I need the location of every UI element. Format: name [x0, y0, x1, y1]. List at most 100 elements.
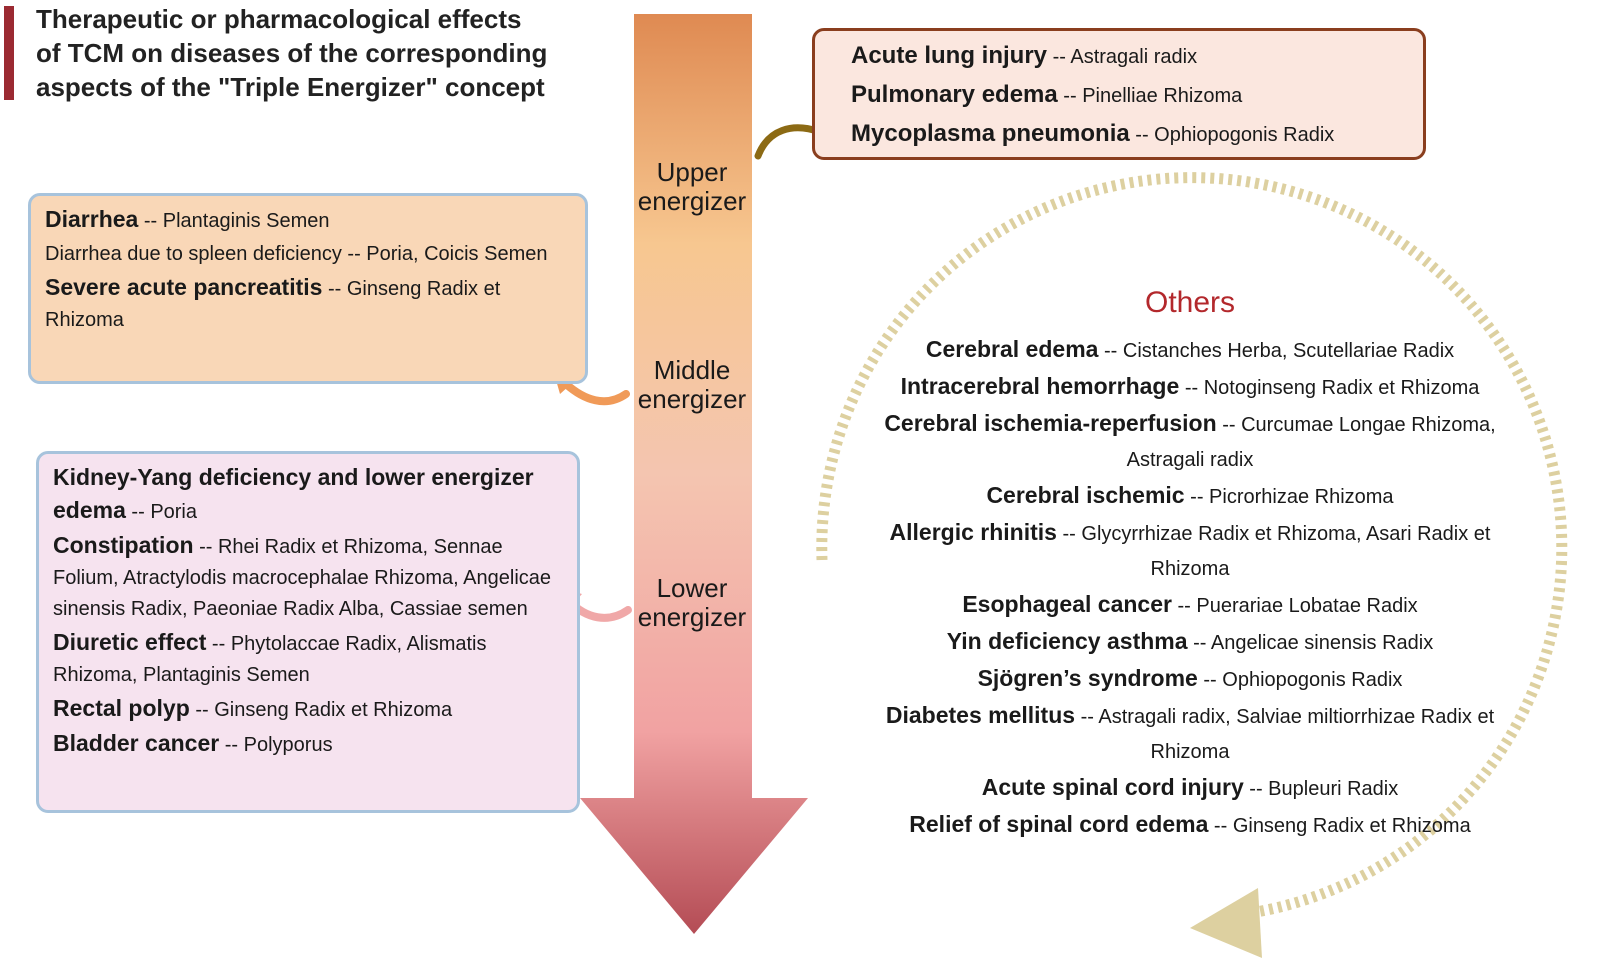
separator: -- [1243, 778, 1269, 800]
separator: -- [1075, 706, 1099, 728]
separator: -- [1184, 486, 1210, 508]
stage-middle-line1: Middle [653, 355, 731, 385]
herb-names: Polyporus [243, 734, 333, 756]
list-item: Diuretic effect -- Phytolaccae Radix, Al… [53, 627, 563, 691]
list-item: Constipation -- Rhei Radix et Rhizoma, S… [53, 530, 563, 625]
list-item: Cerebral edema -- Cistanches Herba, Scut… [872, 332, 1508, 369]
upper-curl-arrow [754, 124, 824, 160]
disease-name: Diarrhea [45, 206, 139, 232]
disease-name: Esophageal cancer [962, 591, 1172, 617]
list-item: Esophageal cancer -- Puerariae Lobatae R… [872, 587, 1508, 624]
separator: -- [1047, 46, 1071, 68]
separator: -- [1129, 124, 1155, 146]
stage-lower-energizer: Lower energizer [632, 574, 752, 632]
herb-names: Ginseng Radix et Rhizoma [1232, 815, 1471, 837]
list-item: Acute spinal cord injury -- Bupleuri Rad… [872, 770, 1508, 807]
disease-name: Bladder cancer [53, 730, 220, 756]
stage-lower-line2: energizer [637, 602, 747, 632]
separator: -- [1171, 595, 1197, 617]
separator: -- [1179, 377, 1204, 399]
herb-names: Glycyrrhizae Radix et Rhizoma, Asari Rad… [1081, 523, 1491, 580]
disease-name: Diuretic effect [53, 629, 207, 655]
disease-name: Pulmonary edema [851, 81, 1058, 108]
lower-energizer-box: Kidney-Yang deficiency and lower energiz… [36, 451, 580, 813]
disease-name: Yin deficiency asthma [946, 628, 1188, 654]
herb-names: Pinelliae Rhizoma [1082, 85, 1243, 107]
list-item: Yin deficiency asthma -- Angelicae sinen… [872, 624, 1508, 661]
herb-names: Ginseng Radix et Rhizoma [214, 699, 453, 721]
herb-names: Plantaginis Semen [162, 210, 330, 232]
list-item: Kidney-Yang deficiency and lower energiz… [53, 462, 563, 528]
list-item: Acute lung injury -- Astragali radix [851, 37, 1387, 76]
disease-name: Relief of spinal cord edema [909, 811, 1209, 837]
others-dotted-circle [816, 172, 1568, 918]
list-item: Severe acute pancreatitis -- Ginseng Rad… [45, 272, 571, 336]
disease-name: Constipation [53, 532, 194, 558]
list-item: Allergic rhinitis -- Glycyrrhizae Radix … [872, 515, 1508, 587]
herb-names: Astragali radix, Salviae miltiorrhizae R… [1098, 706, 1495, 763]
herb-names: Ginseng Radix et Rhizoma [45, 278, 501, 331]
separator: -- [1216, 414, 1242, 436]
stage-upper-energizer: Upper energizer [632, 158, 752, 216]
list-item: Sjögren’s syndrome -- Ophiopogonis Radix [872, 661, 1508, 698]
stage-lower-line1: Lower [656, 573, 728, 603]
energizer-flow-arrow [580, 14, 808, 934]
list-item: Intracerebral hemorrhage -- Notoginseng … [872, 369, 1508, 406]
separator: -- [1098, 340, 1123, 362]
herb-names: Puerariae Lobatae Radix [1196, 595, 1418, 617]
stage-upper-line1: Upper [656, 157, 728, 187]
list-item: Diabetes mellitus -- Astragali radix, Sa… [872, 698, 1508, 770]
separator: -- [219, 734, 244, 756]
separator: -- [125, 501, 151, 523]
disease-name: Severe acute pancreatitis [45, 274, 323, 300]
disease-name: Mycoplasma pneumonia [851, 120, 1130, 147]
herb-names: Ophiopogonis Radix [1154, 124, 1335, 146]
herb-names: Picrorhizae Rhizoma [1209, 486, 1394, 508]
separator: -- [189, 699, 215, 721]
title-accent-bar [4, 6, 14, 100]
figure-title: Therapeutic or pharmacological effects o… [36, 4, 548, 102]
disease-name: Sjögren’s syndrome [977, 665, 1198, 691]
disease-name: Diarrhea due to spleen deficiency [45, 243, 342, 265]
separator: -- [1057, 85, 1083, 107]
middle-curl-arrow [562, 380, 630, 406]
disease-name: Acute spinal cord injury [981, 774, 1244, 800]
separator: -- [193, 536, 218, 558]
separator: -- [1056, 523, 1082, 545]
list-item: Pulmonary edema -- Pinelliae Rhizoma [851, 76, 1387, 115]
stage-middle-energizer: Middle energizer [632, 356, 752, 414]
herb-names: Poria, Coicis Semen [366, 243, 548, 265]
disease-name: Rectal polyp [53, 695, 190, 721]
separator: -- [138, 210, 163, 232]
list-item: Cerebral ischemia-reperfusion -- Curcuma… [872, 406, 1508, 478]
herb-names: Phytolaccae Radix, Alismatis Rhizoma, Pl… [53, 633, 487, 686]
stage-middle-line2: energizer [637, 384, 747, 414]
disease-name: Intracerebral hemorrhage [900, 373, 1180, 399]
herb-names: Rhei Radix et Rhizoma, Sennae Folium, At… [53, 536, 552, 620]
separator: -- [1187, 632, 1211, 654]
list-item: Diarrhea -- Plantaginis Semen [45, 204, 571, 237]
disease-name: Cerebral edema [925, 336, 1099, 362]
disease-name: Allergic rhinitis [889, 519, 1057, 545]
herb-names: Cistanches Herba, Scutellariae Radix [1122, 340, 1455, 362]
separator: -- [341, 243, 367, 265]
disease-name: Cerebral ischemic [986, 482, 1185, 508]
separator: -- [1197, 669, 1223, 691]
herb-names: Notoginseng Radix et Rhizoma [1203, 377, 1480, 399]
others-circle-arrowhead [1190, 888, 1262, 958]
herb-names: Angelicae sinensis Radix [1210, 632, 1434, 654]
herb-names: Curcumae Longae Rhizoma, Astragali radix [1126, 414, 1496, 471]
stage-upper-line2: energizer [637, 186, 747, 216]
separator: -- [1208, 815, 1233, 837]
herb-names: Poria [150, 501, 198, 523]
disease-name: Cerebral ischemia-reperfusion [884, 410, 1217, 436]
others-title: Others [1144, 286, 1236, 319]
separator: -- [322, 278, 347, 300]
separator: -- [206, 633, 231, 655]
list-item: Diarrhea due to spleen deficiency -- Por… [45, 239, 571, 270]
disease-name: Kidney-Yang deficiency and lower energiz… [53, 464, 534, 523]
others-list: Cerebral edema -- Cistanches Herba, Scut… [872, 332, 1508, 844]
list-item: Relief of spinal cord edema -- Ginseng R… [872, 807, 1508, 844]
upper-energizer-box: Acute lung injury -- Astragali radix Pul… [812, 28, 1426, 160]
